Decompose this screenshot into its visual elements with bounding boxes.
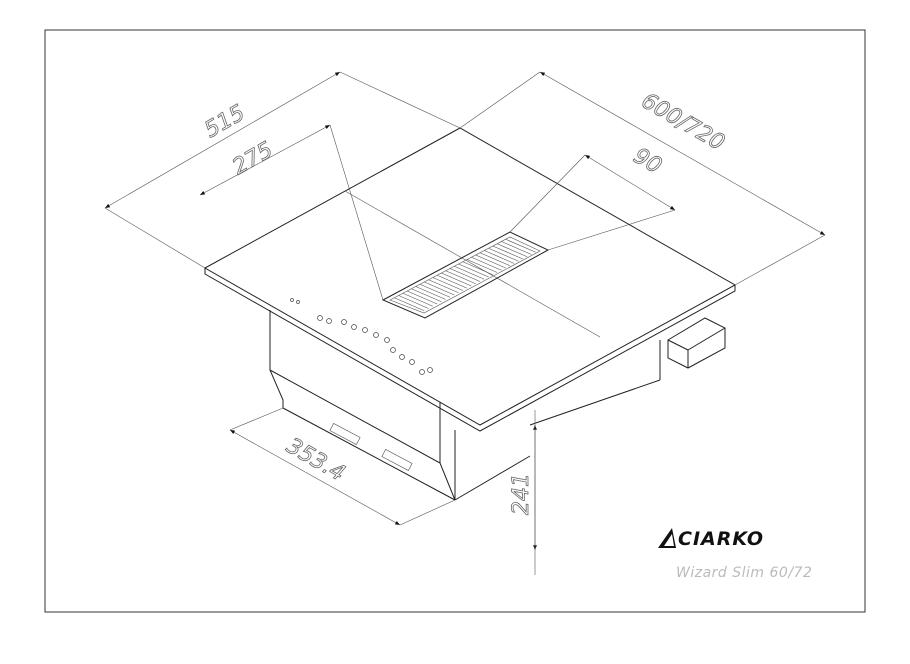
dim-inner-depth-label: 275 [229, 138, 278, 181]
grille-slat [415, 286, 446, 300]
dim-motor-width-label: 353.4 [282, 434, 349, 487]
grille-slat [471, 256, 502, 271]
grille-slat [488, 247, 519, 262]
ciarko-logo-icon [658, 528, 676, 548]
dim-vent-width-label: 90 [629, 144, 666, 180]
drawing-frame [44, 29, 866, 613]
dimension-lines [104, 71, 826, 575]
brand-name: CIARKO [678, 528, 765, 550]
grille-slat [484, 250, 515, 264]
grille-slat [407, 290, 438, 305]
grille-slat [475, 254, 506, 269]
grille-slat [432, 277, 463, 291]
grille-slat [492, 245, 523, 260]
model-name: Wizard Slim 60/72 [676, 565, 813, 581]
grille-slat [505, 238, 536, 253]
grille-slat [449, 268, 481, 282]
grille-slat [428, 279, 459, 294]
grille-slat [497, 243, 528, 258]
grille-slat [437, 274, 468, 289]
dim-depth-label: 515 [201, 101, 250, 144]
grille-slat [458, 263, 489, 278]
control-panel [290, 298, 433, 375]
grille-slat [467, 259, 498, 273]
grille-slat [411, 288, 442, 303]
vent-grille [381, 231, 550, 319]
grille-slat [398, 295, 429, 309]
grille-slat [424, 281, 455, 296]
grille-slat [445, 270, 476, 285]
dim-width-label: 600/720 [637, 89, 729, 156]
grille-slat [479, 252, 511, 267]
side-connector [667, 317, 726, 369]
grille-slat [394, 297, 425, 312]
dim-height-label: 241 [509, 473, 534, 515]
grille-slat [462, 261, 493, 276]
grille-slat [419, 283, 451, 298]
grille-slat [501, 241, 532, 255]
grille-slat [402, 292, 433, 307]
grille-slat [441, 272, 472, 287]
grille-slat [454, 265, 485, 280]
